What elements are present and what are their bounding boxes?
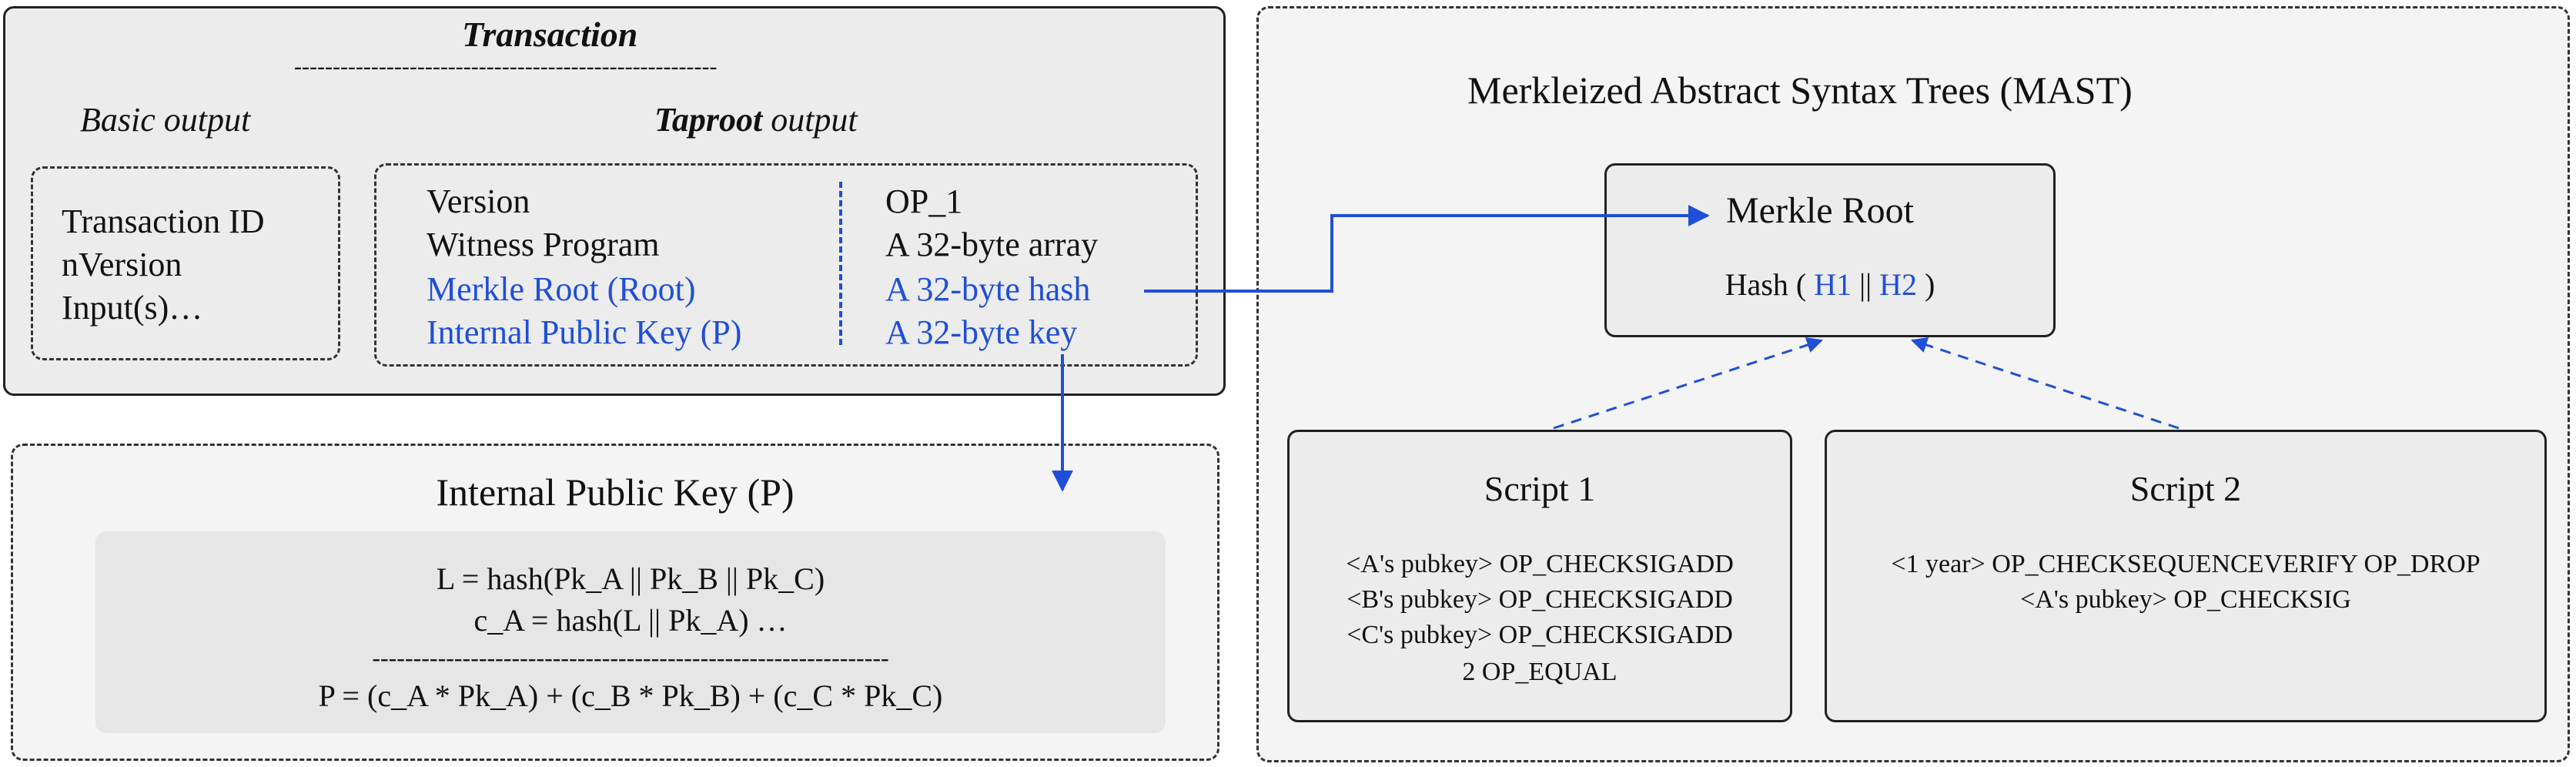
formula-divider: ----------------------------------------…	[372, 644, 889, 672]
taproot-field-merkle-root: Merkle Root (Root)	[427, 270, 696, 308]
script2-line: <A's pubkey> OP_CHECKSIG	[2020, 585, 2351, 614]
script1-line: 2 OP_EQUAL	[1462, 658, 1618, 686]
formula-result: P = (c_A * Pk_A) + (c_B * Pk_B) + (c_C *…	[318, 678, 943, 713]
taproot-word: Taproot	[654, 101, 763, 139]
taproot-value: OP_1	[885, 183, 963, 220]
script2-title: Script 2	[2129, 469, 2242, 508]
script2-box	[1825, 430, 2547, 722]
taproot-output-box	[374, 163, 1198, 367]
script2-to-root-arrow	[1911, 337, 2180, 430]
basic-output-box	[31, 166, 340, 360]
hash-h2: H2	[1879, 267, 1917, 302]
script1-line: <A's pubkey> OP_CHECKSIGADD	[1346, 550, 1734, 578]
script1-line: <B's pubkey> OP_CHECKSIGADD	[1347, 585, 1733, 614]
hash-h1: H1	[1814, 267, 1852, 302]
transaction-divider: ----------------------------------------…	[294, 54, 718, 79]
basic-field: Transaction ID	[62, 203, 265, 240]
taproot-field: Witness Program	[427, 226, 660, 263]
script1-box	[1287, 430, 1792, 722]
hash-to-root-arrow	[1144, 205, 1710, 293]
basic-field: nVersion	[62, 246, 182, 283]
script2-line: <1 year> OP_CHECKSEQUENCEVERIFY OP_DROP	[1891, 550, 2481, 578]
script1-title: Script 1	[1484, 469, 1596, 508]
taproot-value-key: A 32-byte key	[885, 313, 1078, 351]
formula-line: c_A = hash(L || Pk_A) …	[473, 603, 788, 638]
taproot-column-divider	[839, 182, 842, 345]
basic-output-label: Basic output	[80, 101, 251, 139]
hash-suffix: )	[1917, 267, 1935, 302]
output-word: output	[762, 101, 858, 139]
hash-separator: ||	[1852, 267, 1880, 302]
taproot-output-label: Taproot output	[654, 103, 858, 137]
formula-line: L = hash(Pk_A || Pk_B || Pk_C)	[436, 561, 825, 596]
taproot-field: Version	[427, 183, 530, 220]
formula-panel	[95, 531, 1166, 733]
taproot-field-internal-key: Internal Public Key (P)	[427, 313, 742, 351]
hash-prefix: Hash (	[1725, 267, 1815, 302]
transaction-title: Transaction	[462, 15, 638, 54]
mast-title: Merkleized Abstract Syntax Trees (MAST)	[1467, 69, 2133, 112]
script1-line: <C's pubkey> OP_CHECKSIGADD	[1347, 621, 1733, 649]
taproot-value-hash: A 32-byte hash	[885, 270, 1091, 308]
merkle-root-hash: Hash ( H1 || H2 )	[1604, 270, 2056, 300]
taproot-value: A 32-byte array	[885, 226, 1099, 263]
basic-field: Input(s)…	[62, 289, 203, 327]
internal-key-title: Internal Public Key (P)	[436, 471, 795, 514]
merkle-root-box	[1604, 163, 2056, 337]
merkle-root-title: Merkle Root	[1726, 190, 1914, 231]
script1-to-root-arrow	[1553, 337, 1823, 430]
